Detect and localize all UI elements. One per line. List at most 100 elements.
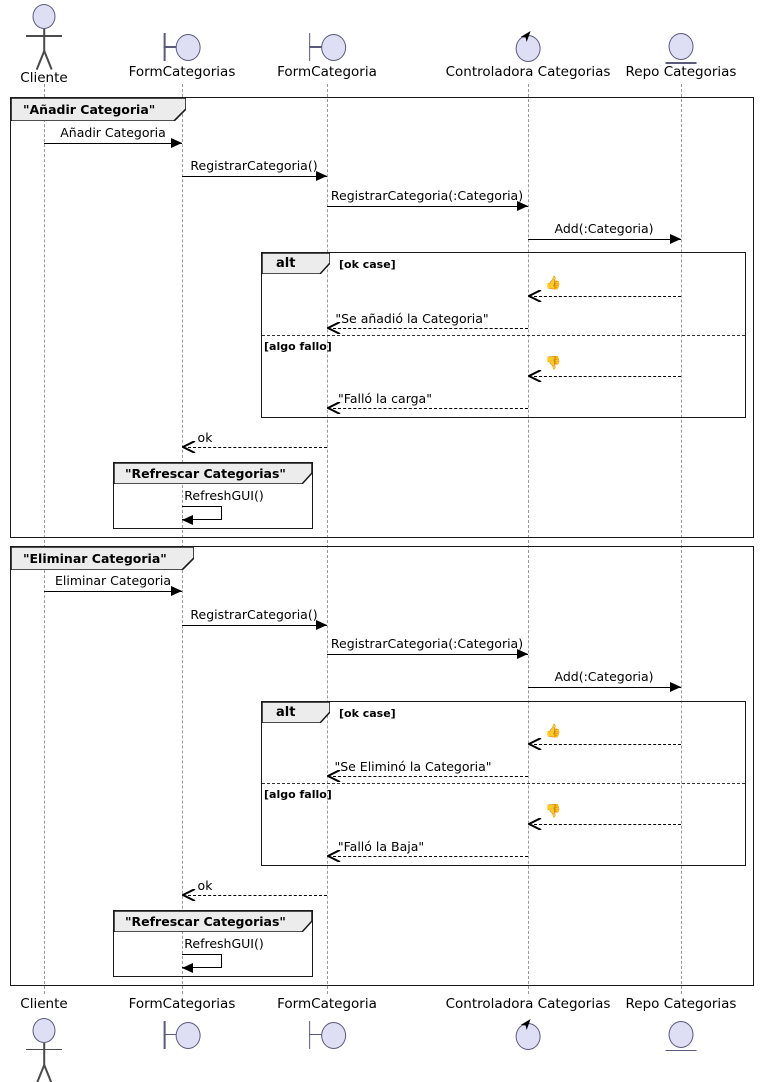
actor-body-icon	[43, 29, 45, 53]
arrowhead-open-icon	[528, 290, 542, 302]
thumbs-up-icon: 👍	[545, 724, 562, 739]
alt-keyword-text: alt	[276, 256, 296, 271]
lifeline-formcategoria	[327, 84, 328, 994]
participant-footer-controladora-categorias[interactable]: Controladora Categorias	[446, 997, 610, 1054]
participant-footer-repo-categorias[interactable]: Repo Categorias	[625, 996, 737, 1054]
boundary-icon	[147, 30, 217, 66]
participant-footer-formcategoria[interactable]: FormCategoria	[277, 996, 377, 1054]
return-message-arrow	[534, 296, 681, 297]
actor-leg-right-icon	[43, 1064, 53, 1082]
alt-keyword-tag: alt	[262, 702, 330, 723]
arrowhead-open-icon	[327, 770, 341, 782]
alt-block-anadir	[261, 252, 746, 418]
self-message-loop	[182, 954, 222, 968]
alt-block-eliminar	[261, 701, 746, 866]
message-arrow	[182, 625, 327, 626]
return-message-arrow	[333, 776, 528, 777]
alt-keyword-tag: alt	[262, 253, 330, 274]
inner-frame-label-2: "Refrescar Categorias"	[114, 911, 312, 932]
participant-controladora-categorias[interactable]: Controladora Categorias	[446, 30, 610, 80]
return-message-arrow	[534, 376, 681, 377]
arrowhead-open-icon	[182, 441, 196, 453]
arrowhead-open-icon	[327, 322, 341, 334]
participant-label: FormCategoria	[277, 996, 377, 1012]
return-message-arrow	[333, 408, 528, 409]
control-icon	[493, 1018, 563, 1054]
guard-algo-fallo: [algo fallo]	[264, 788, 332, 801]
boundary-circle-icon	[321, 34, 346, 61]
arrowhead-open-icon	[327, 402, 341, 414]
message-label: ok	[197, 878, 213, 893]
entity-underline-icon	[666, 62, 697, 64]
arrowhead-open-icon	[528, 370, 542, 382]
participant-cliente[interactable]: Cliente	[14, 4, 74, 86]
arrowhead-icon	[182, 515, 193, 525]
frame-anadir-categoria	[10, 97, 754, 538]
arrowhead-icon	[517, 201, 528, 211]
participant-formcategorias[interactable]: FormCategorias	[129, 30, 235, 80]
boundary-circle-icon	[176, 1021, 201, 1049]
arrowhead-open-icon	[182, 889, 196, 901]
message-label: RegistrarCategoria(:Categoria)	[330, 188, 524, 203]
boundary-connector-icon	[309, 1033, 322, 1036]
return-message-arrow	[333, 856, 528, 857]
message-label: Add(:Categoria)	[554, 221, 654, 236]
message-label: "Se añadió la Categoria"	[335, 311, 489, 326]
control-circle-icon	[516, 1022, 541, 1050]
return-message-arrow	[333, 328, 528, 329]
participant-repo-categorias[interactable]: Repo Categorias	[625, 30, 737, 80]
message-label: RefreshGUI()	[184, 488, 264, 503]
lifeline-controladora	[528, 84, 529, 994]
arrowhead-open-icon	[528, 818, 542, 830]
participant-label: Repo Categorias	[625, 64, 737, 80]
participant-footer-cliente[interactable]: Cliente	[14, 997, 74, 1082]
return-message-arrow	[188, 895, 327, 896]
guard-algo-fallo: [algo fallo]	[264, 340, 332, 353]
actor-head-icon	[32, 4, 56, 29]
message-arrow	[44, 591, 182, 592]
participant-footer-formcategorias[interactable]: FormCategorias	[128, 996, 236, 1054]
control-arrow-icon	[521, 31, 531, 42]
entity-circle-icon	[669, 1020, 694, 1048]
control-icon	[493, 30, 563, 66]
actor-leg-right-icon	[43, 50, 53, 70]
thumbs-down-icon: 👎	[545, 356, 562, 371]
arrowhead-open-icon	[327, 850, 341, 862]
participant-label: FormCategoria	[277, 64, 377, 80]
actor-head-icon	[32, 1017, 56, 1043]
arrowhead-icon	[316, 620, 327, 630]
frame-anadir-label: "Añadir Categoria"	[11, 98, 186, 121]
alt-branch-divider	[262, 783, 745, 784]
message-arrow	[44, 143, 182, 144]
boundary-icon	[292, 1018, 362, 1054]
alt-tag-shape	[262, 702, 330, 723]
return-message-arrow	[188, 447, 327, 448]
message-label: RegistrarCategoria()	[190, 607, 318, 622]
participant-formcategoria[interactable]: FormCategoria	[277, 30, 377, 80]
entity-underline-icon	[666, 1049, 697, 1052]
message-label: Eliminar Categoria	[54, 573, 172, 588]
inner-frame-label-text: "Refrescar Categorias"	[125, 466, 286, 481]
participant-label: FormCategorias	[128, 996, 236, 1012]
guard-ok-case: [ok case]	[339, 258, 396, 271]
boundary-circle-icon	[176, 34, 201, 61]
arrowhead-icon	[182, 963, 193, 973]
message-label: "Falló la Baja"	[337, 839, 425, 854]
actor-arms-icon	[26, 35, 62, 37]
actor-arms-icon	[26, 1048, 62, 1051]
entity-circle-icon	[669, 33, 694, 60]
message-arrow	[327, 206, 528, 207]
boundary-connector-icon	[164, 1033, 177, 1036]
inner-frame-label-shape	[114, 911, 312, 932]
arrowhead-icon	[517, 649, 528, 659]
thumbs-up-icon: 👍	[545, 276, 562, 291]
inner-frame-label-shape	[114, 463, 312, 484]
boundary-icon	[292, 30, 362, 66]
return-message-arrow	[534, 824, 681, 825]
arrowhead-icon	[670, 234, 681, 244]
arrowhead-icon	[171, 138, 182, 148]
frame-label-shape	[11, 98, 186, 121]
inner-frame-label-1: "Refrescar Categorias"	[114, 463, 312, 484]
participant-label: Repo Categorias	[625, 996, 737, 1012]
